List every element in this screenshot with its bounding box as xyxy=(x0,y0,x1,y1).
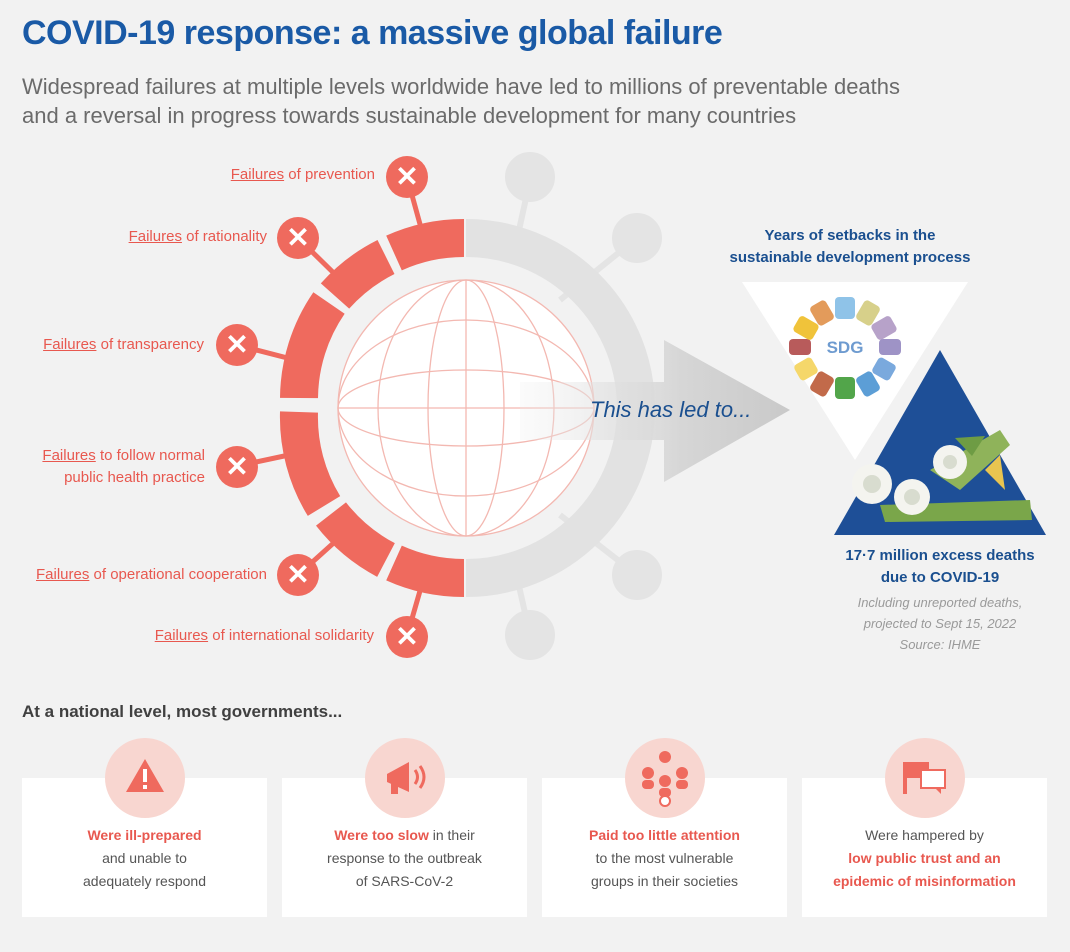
led-to-arrow xyxy=(520,340,790,482)
sdg-wheel-icon: SDG xyxy=(789,297,901,399)
failure-diagram: SDG xyxy=(236,152,1046,660)
x-circle-icon: ✕ xyxy=(386,616,428,658)
failure-label-rationality: Failures of rationality xyxy=(128,228,267,245)
warning-icon xyxy=(104,738,185,818)
red-ring xyxy=(279,218,465,598)
failure-label-transparency: Failures of transparency xyxy=(43,336,204,353)
failure-label-operational: Failures of operational cooperation xyxy=(36,566,267,583)
arrow-label: This has led to... xyxy=(590,397,752,422)
page-title: COVID-19 response: a massive global fail… xyxy=(22,14,723,52)
failure-label-prevention: Failures of prevention xyxy=(230,166,375,183)
flowers-icon xyxy=(852,430,1032,522)
people-group-icon xyxy=(624,738,705,818)
failure-label-solidarity: Failures of international solidarity xyxy=(154,627,374,644)
flag-speech-icon xyxy=(884,738,965,818)
megaphone-icon xyxy=(364,738,445,818)
x-circle-icon: ✕ xyxy=(386,156,428,198)
x-circle-icon: ✕ xyxy=(216,324,258,366)
sdg-logo-text: SDG xyxy=(827,338,864,357)
national-heading: At a national level, most governments... xyxy=(22,702,343,721)
deaths-note: Including unreported deaths,projected to… xyxy=(857,595,1023,652)
x-circle-icon: ✕ xyxy=(277,554,319,596)
x-circle-icon: ✕ xyxy=(277,217,319,259)
x-circle-icon: ✕ xyxy=(216,446,258,488)
page-subtitle: Widespread failures at multiple levels w… xyxy=(22,74,901,128)
